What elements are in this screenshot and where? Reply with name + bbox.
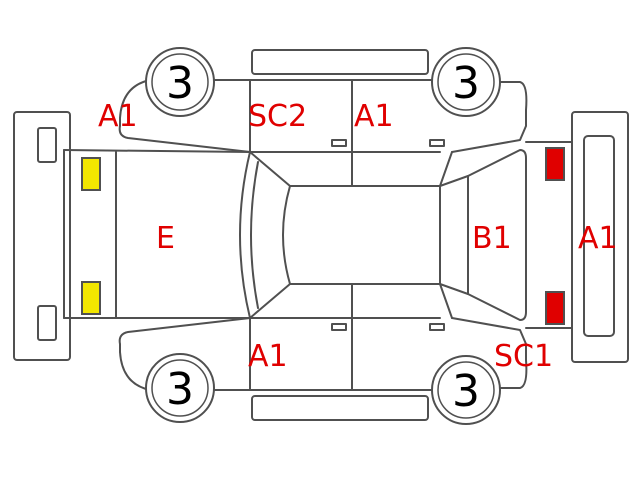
code-hood: E <box>156 221 175 256</box>
headlight-right <box>81 281 101 315</box>
left-side-profile <box>118 77 528 187</box>
taillight-right <box>545 291 565 325</box>
code-trunk: B1 <box>472 221 512 256</box>
tire-front-right: 3 <box>145 353 215 423</box>
code-rear-right-quarter: SC1 <box>494 339 553 374</box>
rear-bumper <box>571 111 629 363</box>
code-front-right-fender: A1 <box>248 339 288 374</box>
taillight-left <box>545 147 565 181</box>
headlight-left <box>81 157 101 191</box>
tire-rear-left-value: 3 <box>452 58 480 109</box>
tire-rear-right: 3 <box>431 355 501 425</box>
front-bumper <box>13 111 71 361</box>
code-front-left-fender: A1 <box>98 99 138 134</box>
tire-rear-left: 3 <box>431 47 501 117</box>
tire-front-left: 3 <box>145 47 215 117</box>
right-side-step <box>251 395 429 421</box>
left-side-step <box>251 49 429 75</box>
tire-rear-right-value: 3 <box>452 366 480 417</box>
tire-front-right-value: 3 <box>166 364 194 415</box>
code-front-left-door: SC2 <box>248 99 307 134</box>
tire-front-left-value: 3 <box>166 58 194 109</box>
code-rear-bumper: A1 <box>578 221 618 256</box>
code-rear-left-door: A1 <box>354 99 394 134</box>
top-view-body <box>63 141 573 329</box>
